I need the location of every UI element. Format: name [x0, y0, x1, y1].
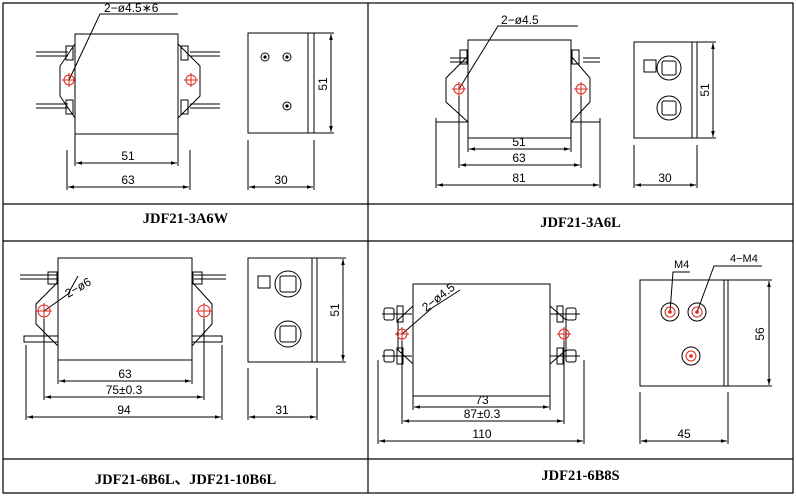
- studs-jdf21-3a6w: [260, 52, 292, 111]
- hole-note-1: 2−ø4.5∗6: [104, 1, 159, 15]
- dim-height-3: 51: [328, 303, 342, 317]
- dim-height-4: 56: [753, 327, 767, 341]
- dim-outer-width-2: 81: [512, 171, 526, 185]
- holes-jdf21-6b8s: [395, 327, 571, 341]
- hole-note-3: 2−ø6: [63, 274, 94, 300]
- dim-depth-4: 45: [677, 427, 691, 441]
- dim-inner-width-3: 63: [118, 367, 132, 381]
- table-grid: [2, 2, 794, 494]
- drawing-jdf21-6b6l: [20, 257, 346, 420]
- caption-jdf21-3a6w: JDF21-3A6W: [142, 211, 229, 227]
- thread-label-m4: M4: [674, 259, 689, 271]
- dim-inner-width-1: 51: [121, 149, 135, 163]
- caption-jdf21-6b8s: JDF21-6B8S: [541, 468, 620, 484]
- drawing-jdf21-3a6w: [36, 13, 334, 190]
- dim-mid-width-2: 63: [512, 151, 526, 165]
- dim-height-1: 51: [316, 77, 330, 91]
- terminals-jdf21-6b6l: [274, 270, 302, 348]
- dim-mid-width-3: 75±0.3: [106, 383, 143, 397]
- dim-outer-width-3: 94: [117, 403, 131, 417]
- holes-jdf21-3a6l: [452, 82, 588, 96]
- thread-label-4m4: 4−M4: [730, 253, 758, 265]
- drawing-jdf21-3a6l: [435, 25, 716, 188]
- drawing-jdf21-6b8s: [377, 265, 772, 444]
- hole-note-2: 2−ø4.5: [501, 13, 539, 27]
- dim-outer-width-4: 110: [472, 427, 491, 441]
- holes-jdf21-6b6l: [36, 303, 212, 319]
- dim-inner-width-2: 51: [512, 135, 526, 149]
- holes-jdf21-3a6w: [62, 73, 198, 87]
- terminals-jdf21-3a6l: [656, 55, 682, 121]
- dim-depth-3: 31: [275, 403, 289, 417]
- dim-depth-1: 30: [274, 173, 288, 187]
- dim-height-2: 51: [698, 83, 712, 97]
- caption-jdf21-3a6l: JDF21-3A6L: [540, 215, 621, 231]
- dim-depth-2: 30: [658, 171, 672, 185]
- terminals-jdf21-6b8s: [660, 302, 707, 366]
- dim-outer-width-1: 63: [121, 173, 135, 187]
- caption-jdf21-6b6l: JDF21-6B6L、JDF21-10B6L: [94, 472, 277, 488]
- dim-inner-width-4: 73: [475, 393, 489, 407]
- hole-note-4: 2−ø4.5: [419, 280, 458, 314]
- dim-mid-width-4: 87±0.3: [464, 407, 501, 421]
